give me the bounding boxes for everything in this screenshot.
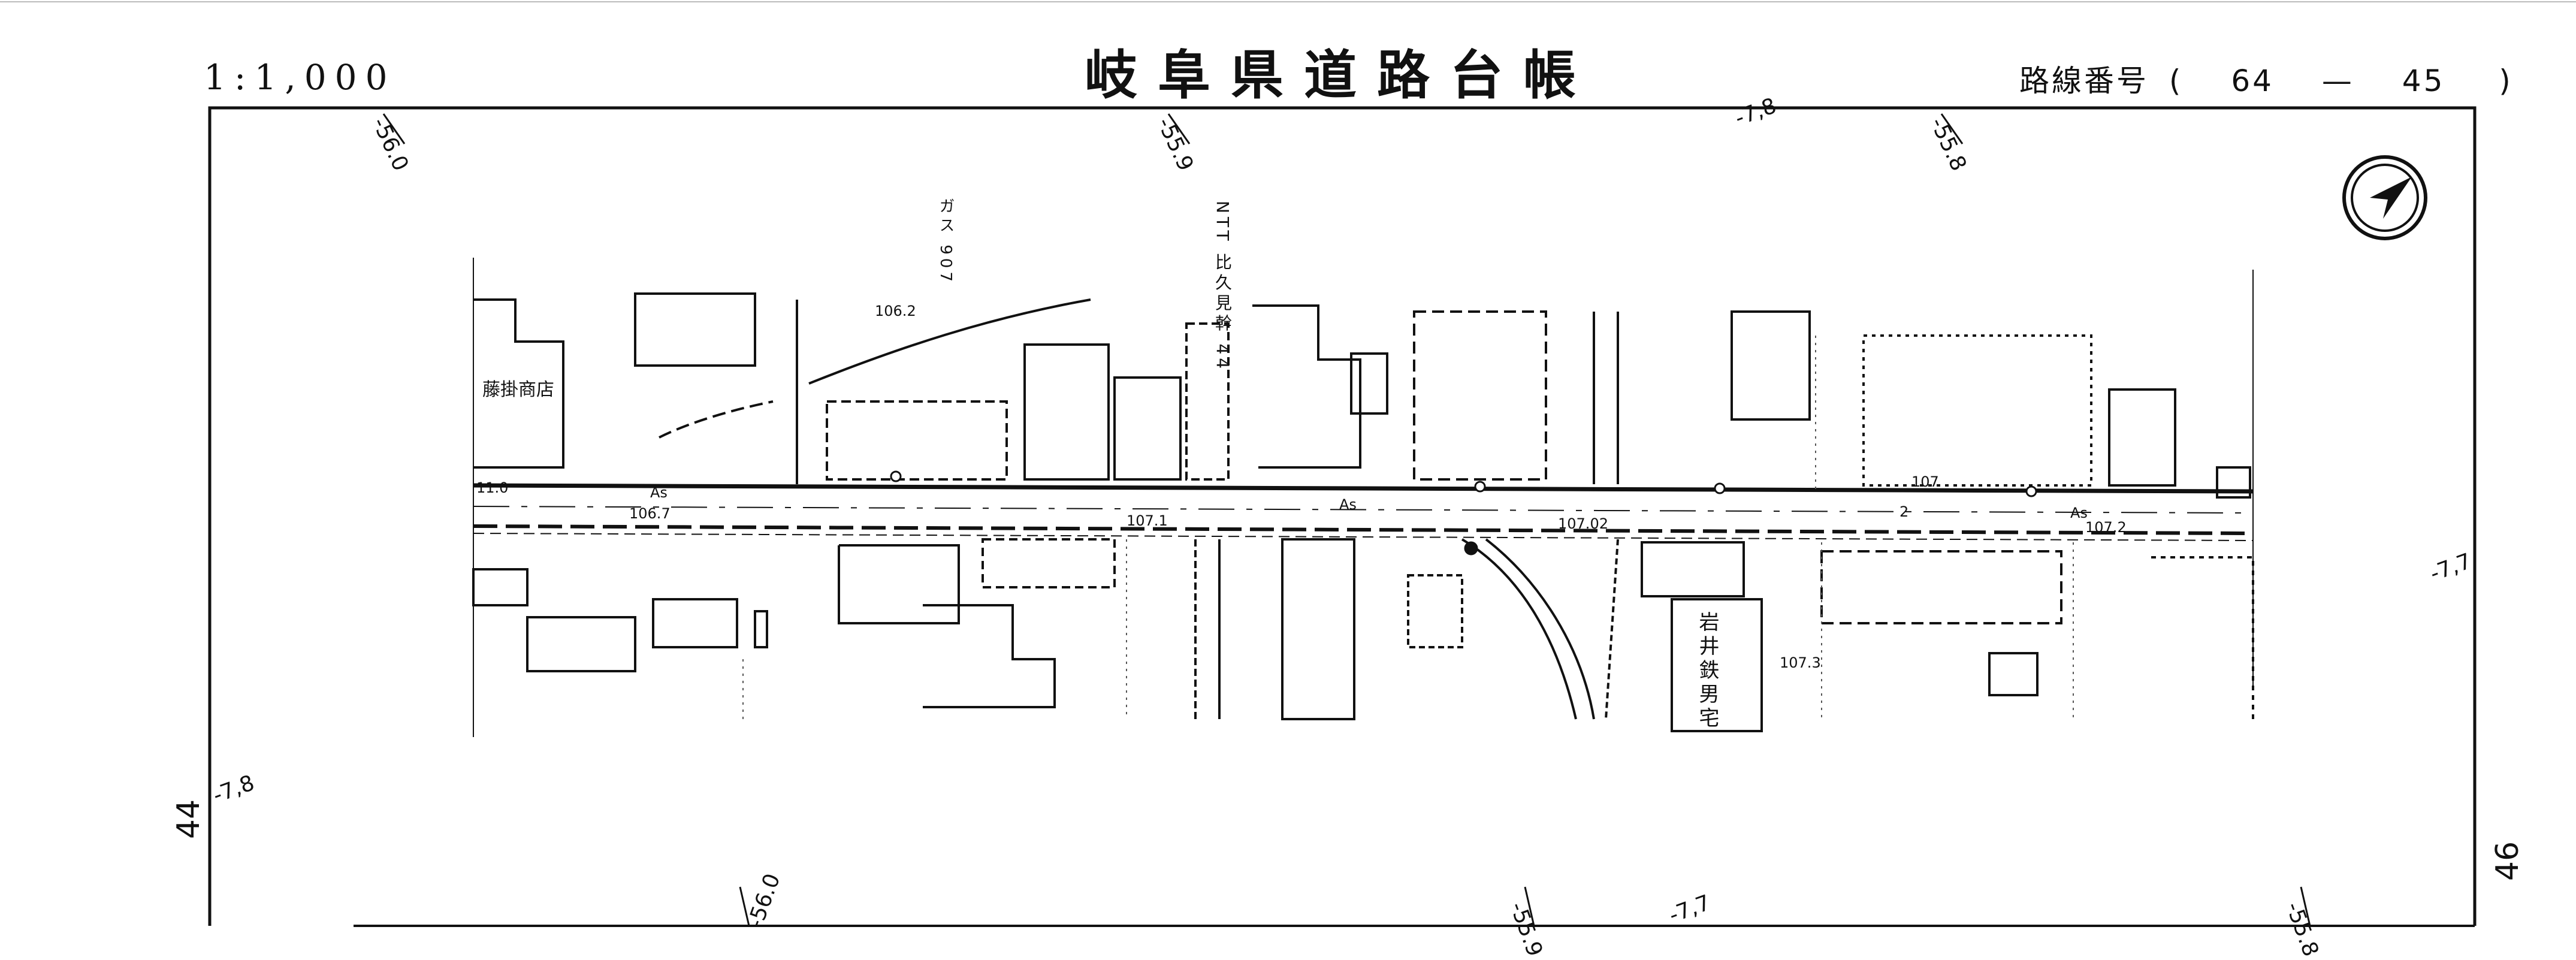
page-title: 岐阜県道路台帳 [1085, 44, 1597, 106]
elevation-label: 107.3 [1780, 654, 1821, 671]
sheet-frame [208, 106, 2477, 926]
pavement-label: As [650, 484, 668, 501]
north-arrow-icon [2340, 153, 2430, 243]
buildings-south [472, 538, 2254, 732]
route-open-paren: ( [2169, 64, 2184, 98]
road-width-label: 11.0 [476, 479, 509, 496]
route-number-label: 路線番号 [2019, 64, 2149, 98]
elevation-label: 107.2 [2085, 519, 2127, 536]
grid-ticks [382, 113, 2311, 926]
side-roads [796, 300, 1619, 720]
buildings-north [473, 292, 2251, 499]
pavement-label: As [2070, 505, 2088, 521]
shop-label: 藤掛商店 [482, 379, 554, 400]
distance-label: 2 [1899, 503, 1909, 520]
pavement-label: As [1339, 496, 1357, 513]
route-number-first: 64 [2231, 64, 2274, 98]
residence-label: 岩井鉄男宅 [1695, 611, 1719, 731]
route-close-paren: ) [2499, 64, 2513, 98]
gas-pole-label: ガス 907 [937, 198, 955, 285]
elevation-label: 107 [1911, 473, 1939, 490]
elevation-label: 107.02 [1558, 515, 1608, 532]
map-scale: 1:1,000 [204, 57, 396, 98]
sheet-number-left: 44 [171, 799, 207, 839]
route-number-dash: — [2321, 64, 2354, 98]
elevation-label: 106.7 [629, 505, 671, 522]
main-road [473, 483, 2254, 541]
elevation-label: 106.2 [875, 303, 916, 319]
lot-lines [742, 336, 2074, 719]
sheet-number-right: 46 [2490, 841, 2526, 881]
elevation-label: 107.1 [1127, 512, 1168, 529]
route-number-second: 45 [2402, 64, 2445, 98]
survey-markers [890, 470, 2037, 556]
route-number: 路線番号 ( 64 — 45 ) [2019, 57, 2513, 100]
ntt-pole-label: NTT 比久見幹 44 [1213, 201, 1233, 373]
